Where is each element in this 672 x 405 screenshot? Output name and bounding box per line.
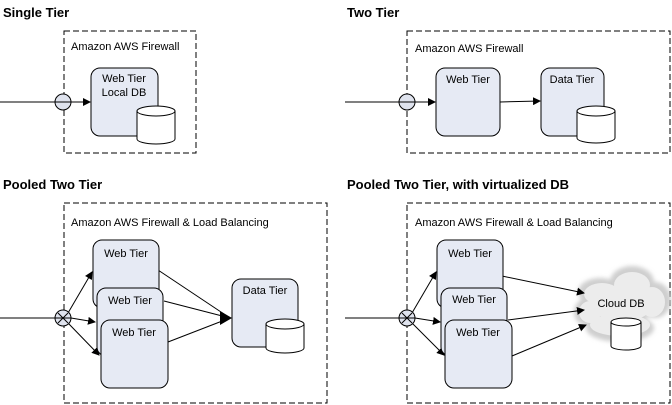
single-tier-firewall-label: Amazon AWS Firewall [71,41,179,53]
pooled-load-balancer-icon [54,309,72,327]
two-tier-diagram: Two Tier Amazon AWS Firewall Web Tier Da… [345,5,671,154]
single-tier-web-label: Web Tier [102,73,146,85]
pooled-firewall-frame [63,202,328,404]
pooled-cloud-load-balancer-icon [398,309,416,327]
single-tier-database-icon [136,105,176,145]
pooled-cloud-arrow-to-web3 [411,322,445,356]
pooled-two-tier-diagram: Pooled Two Tier Amazon AWS Firewall & Lo… [0,177,328,404]
pooled-cloud-web-label-1: Web Tier [448,248,492,260]
two-tier-web-label: Web Tier [446,74,490,86]
cloud-database-icon [610,317,642,351]
pooled-two-tier-title: Pooled Two Tier [3,177,102,192]
single-tier-load-balancer-icon [54,93,72,111]
two-tier-firewall-frame [406,30,671,154]
two-tier-arrow-web-data [499,97,541,106]
two-tier-data-label: Data Tier [550,74,595,86]
pooled-cloud-title: Pooled Two Tier, with virtualized DB [347,177,569,192]
pooled-arrow-to-web2 [70,316,96,325]
pooled-arrowhead-data [220,311,232,325]
pooled-web-label-3: Web Tier [112,327,156,339]
pooled-cloud-arrow-to-web1 [411,271,437,314]
pooled-web-box-3 [100,319,169,389]
pooled-cloud-web-label-2: Web Tier [452,294,496,306]
pooled-cloud-web-box-3 [444,319,513,389]
two-tier-database-icon [576,105,616,144]
pooled-database-icon [265,318,305,354]
pooled-arrow-web2-data [163,300,231,319]
pooled-cloud-arrow-web2-cloud [507,306,585,321]
single-tier-title: Single Tier [3,5,69,20]
pooled-arrow-to-web3 [67,322,100,356]
pooled-arrow-to-web1 [67,271,93,314]
pooled-data-label: Data Tier [243,285,288,297]
pooled-cloud-firewall-label: Amazon AWS Firewall & Load Balancing [415,217,613,229]
pooled-web-label-1: Web Tier [104,248,148,260]
pooled-cloud-diagram: Pooled Two Tier, with virtualized DB Ama… [345,177,671,404]
two-tier-load-balancer-icon [398,93,416,111]
two-tier-firewall-label: Amazon AWS Firewall [415,43,523,55]
two-tier-title: Two Tier [347,5,399,20]
pooled-cloud-web-label-3: Web Tier [456,327,500,339]
single-tier-firewall-frame [63,30,197,154]
pooled-arrow-web3-data [167,317,231,343]
pooled-cloud-arrow-web1-cloud [501,275,585,296]
cloud-db-label: Cloud DB [597,298,644,310]
pooled-cloud-arrow-web3-cloud [511,324,587,357]
pooled-arrow-web1-data [157,269,231,319]
pooled-cloud-arrow-to-web2 [414,316,441,325]
single-tier-diagram: Single Tier Amazon AWS Firewall Web Tier… [0,5,197,154]
pooled-web-label-2: Web Tier [108,295,152,307]
pooled-firewall-label: Amazon AWS Firewall & Load Balancing [71,217,269,229]
single-tier-db-label: Local DB [102,87,147,99]
